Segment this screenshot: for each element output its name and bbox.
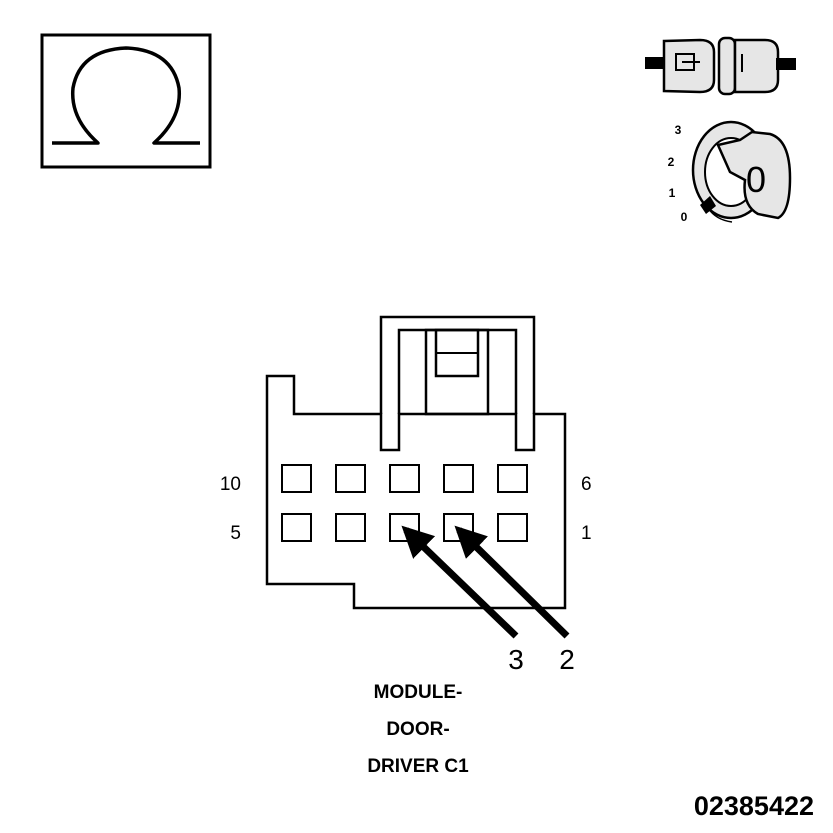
probe-arrows bbox=[401, 525, 570, 639]
arrow-label-2: 2 bbox=[559, 644, 575, 675]
arrow-pin-2 bbox=[454, 525, 570, 639]
ohm-icon bbox=[40, 33, 212, 169]
key-position-0: 0 bbox=[681, 210, 688, 224]
pin-1 bbox=[497, 513, 528, 542]
pin-5 bbox=[281, 513, 312, 542]
connector-name-line-1: MODULE- bbox=[374, 682, 463, 703]
arrow-label-3: 3 bbox=[508, 644, 524, 675]
key-position-1: 1 bbox=[669, 186, 676, 200]
connector-name-line-3: DRIVER C1 bbox=[367, 756, 469, 777]
pin-label-1: 1 bbox=[581, 523, 592, 544]
key-label: 0 bbox=[746, 159, 766, 200]
pin-7 bbox=[443, 464, 474, 493]
key-position-2: 2 bbox=[668, 155, 675, 169]
pin-label-6: 6 bbox=[581, 474, 592, 495]
pin-label-10: 10 bbox=[220, 474, 241, 495]
connector-name-line-2: DOOR- bbox=[386, 719, 449, 740]
pin-4 bbox=[335, 513, 366, 542]
disconnected-connector-icon bbox=[645, 36, 796, 96]
pin-9 bbox=[335, 464, 366, 493]
pin-8 bbox=[389, 464, 420, 493]
part-number: 02385422 bbox=[694, 791, 814, 821]
ignition-key-icon: 3 2 1 0 0 bbox=[668, 120, 792, 224]
arrow-pin-3 bbox=[401, 525, 519, 639]
pin-label-5: 5 bbox=[230, 523, 241, 544]
pin-10 bbox=[281, 464, 312, 493]
key-position-3: 3 bbox=[675, 123, 682, 137]
connector-housing bbox=[265, 315, 567, 610]
pin-6 bbox=[497, 464, 528, 493]
